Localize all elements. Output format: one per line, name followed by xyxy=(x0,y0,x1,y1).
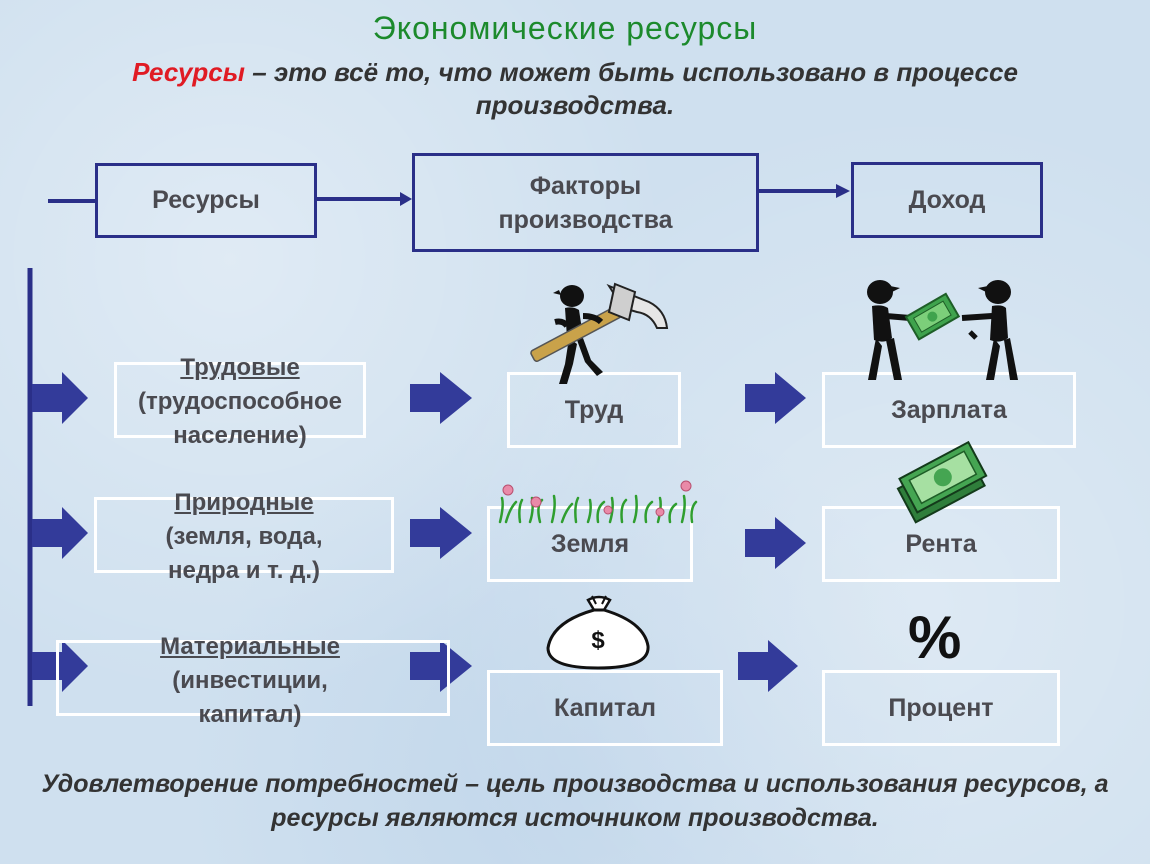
factor-box-row3: Капитал xyxy=(487,670,723,746)
money-bag-symbol: $ xyxy=(591,627,605,654)
arrow-left-row3 xyxy=(32,640,88,692)
page-title: Экономические ресурсы xyxy=(372,10,758,46)
conclusion-text: Удовлетворение потребностей – цель произ… xyxy=(41,770,1109,832)
income-label-row1: Зарплата xyxy=(891,395,1007,424)
arrow-right-row3 xyxy=(738,640,798,692)
group-detail-row1: (трудоспособное население) xyxy=(138,388,342,449)
factor-label-row2: Земля xyxy=(550,529,630,558)
factors-box: Факторы производства xyxy=(412,153,759,252)
arrow-mid-row3 xyxy=(410,640,472,692)
factors-box-label: Факторы производства xyxy=(498,171,673,234)
income-label-row2: Рента xyxy=(905,529,977,558)
group-detail-row3: (инвестиции, капитал) xyxy=(172,667,328,728)
group-frame-row1 xyxy=(114,362,366,438)
arrow-right-row1 xyxy=(745,372,806,424)
group-frame-row2 xyxy=(94,497,394,573)
income-box-label: Доход xyxy=(908,185,986,214)
arrow-left-row1 xyxy=(32,372,88,424)
group-head-row3: Материальные xyxy=(160,633,340,660)
arrow-mid-row2 xyxy=(410,507,472,559)
arrow-mid-row1 xyxy=(410,372,472,424)
group-label-row2: Природные (земля, вода, недра и т. д.) xyxy=(104,486,384,588)
group-head-row2: Природные xyxy=(174,489,314,516)
group-frame-row3 xyxy=(56,640,450,716)
income-box: Доход xyxy=(851,162,1043,238)
resources-box: Ресурсы xyxy=(95,163,317,238)
group-label-row1: Трудовые (трудоспособное население) xyxy=(100,351,380,453)
factor-box-row1: Труд xyxy=(507,372,681,448)
arrow-left-row2 xyxy=(32,507,88,559)
definition: Ресурсы – это всё то, что может быть исп… xyxy=(60,56,1090,122)
banknotes-icon xyxy=(896,440,988,524)
group-detail-row2: (земля, вода, недра и т. д.) xyxy=(165,523,323,584)
group-label-row3: Материальные (инвестиции, капитал) xyxy=(110,630,390,732)
percent-icon: % xyxy=(908,604,962,671)
group-head-row1: Трудовые xyxy=(180,354,300,381)
top-arrow-head-1 xyxy=(400,192,412,206)
money-exchange-icon xyxy=(867,280,1018,380)
income-box-row3: Процент xyxy=(822,670,1060,746)
definition-text: – это всё то, что может быть использован… xyxy=(244,57,1018,120)
definition-term: Ресурсы xyxy=(132,57,245,87)
resources-box-label: Ресурсы xyxy=(152,186,260,214)
grass-flowers-icon xyxy=(498,480,698,524)
arrow-right-row2 xyxy=(745,517,806,569)
factor-label-row3: Капитал xyxy=(554,693,656,722)
worker-hammer-icon xyxy=(530,282,669,384)
money-bag-icon: $ xyxy=(546,595,650,670)
income-box-row1: Зарплата xyxy=(822,372,1076,448)
factor-label-row1: Труд xyxy=(564,395,624,424)
income-label-row3: Процент xyxy=(888,693,994,722)
top-arrow-head-2 xyxy=(836,184,850,198)
